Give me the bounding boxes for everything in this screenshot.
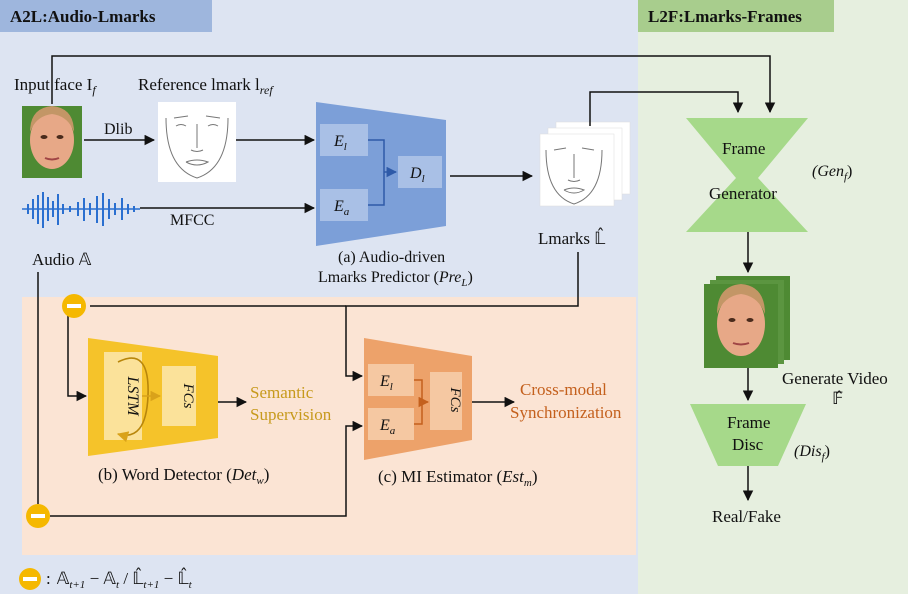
fcs-box-detector xyxy=(162,366,196,426)
mi-ea-label: Ea xyxy=(379,417,396,437)
word-detector-caption: (b) Word Detector (Detw) xyxy=(98,465,269,487)
input-face-image xyxy=(22,106,82,178)
generator-dis-label: (Disf) xyxy=(794,443,830,463)
legend-formula: :𝔸t+1 − 𝔸t / 𝕃̂t+1 − 𝕃̂t xyxy=(46,567,193,591)
frame-disc-shape xyxy=(690,404,806,466)
fcs-label-estimator: FCs xyxy=(447,386,463,412)
input-face-label: Input face If xyxy=(14,75,97,97)
audio-label: Audio 𝔸 xyxy=(32,250,92,269)
real-fake-label: Real/Fake xyxy=(712,507,781,526)
legend-minus-node xyxy=(19,568,41,590)
disc-line1: Frame xyxy=(727,413,770,432)
frame-generator-shape xyxy=(686,118,808,232)
a2l-header xyxy=(0,0,212,32)
generator-gen-label: (Genf) xyxy=(812,163,852,183)
predictor-ea-label: Ea xyxy=(333,198,350,218)
reference-lmark-label: Reference lmark lref xyxy=(138,75,274,97)
l2f-header xyxy=(638,0,834,32)
fcs-label-detector: FCs xyxy=(180,382,196,408)
generated-video-frames xyxy=(704,276,790,368)
reference-lmark-image xyxy=(158,102,236,182)
predictor-el-label: El xyxy=(333,133,347,153)
disc-line2: Disc xyxy=(732,435,764,454)
sync-line2: Synchronization xyxy=(510,403,622,422)
predictor-dl-label: Dl xyxy=(409,165,425,185)
generator-frame-label: Frame xyxy=(722,139,765,158)
mfcc-label: MFCC xyxy=(170,212,214,229)
audio-waveform xyxy=(22,192,140,228)
mi-estimator-caption: (c) MI Estimator (Estm) xyxy=(378,467,538,489)
lstm-label: LSTM xyxy=(124,375,141,417)
generator-generator-label: Generator xyxy=(709,184,777,203)
generate-video-label: Generate Video xyxy=(782,369,888,388)
minus-node-top xyxy=(62,294,86,318)
semantic-line1: Semantic xyxy=(250,383,314,402)
l2f-title: L2F:Lmarks-Frames xyxy=(648,7,802,26)
sync-line1: Cross-modal xyxy=(520,380,607,399)
predictor-caption-line2: Lmarks Predictor (PreL) xyxy=(318,269,473,289)
mi-el-box xyxy=(368,364,414,396)
dlib-label: Dlib xyxy=(104,121,132,138)
predictor-caption-line1: (a) Audio-driven xyxy=(338,249,445,266)
mi-el-label: El xyxy=(379,373,393,393)
lmarks-output-label: Lmarks 𝕃̂ xyxy=(538,227,606,248)
output-lmarks-stack xyxy=(539,121,631,207)
minus-node-bottom xyxy=(26,504,50,528)
predictor-el-box xyxy=(320,124,368,156)
generate-video-symbol: 𝔽̂ xyxy=(832,389,843,408)
mi-ea-box xyxy=(368,408,414,440)
semantic-line2: Supervision xyxy=(250,405,332,424)
lstm-box xyxy=(104,352,142,440)
predictor-ea-box xyxy=(320,189,368,221)
a2l-title: A2L:Audio-Lmarks xyxy=(10,7,156,26)
